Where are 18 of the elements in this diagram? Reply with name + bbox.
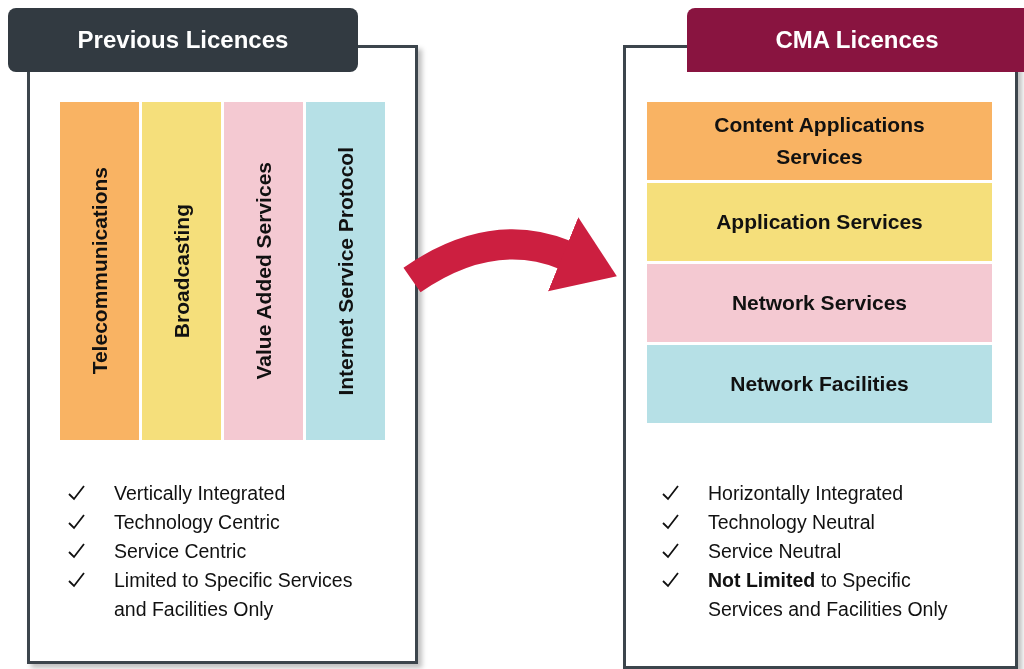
feature-text: Technology Neutral [708,510,876,535]
panel-header: Previous Licences [8,8,358,72]
feature-text: Vertically Integrated [114,481,287,506]
feature-text: Not Limited to Specific Services and Facilities Only [708,568,949,622]
panel-header: CMA Licences [687,8,1024,72]
licence-column: Broadcasting [142,102,221,440]
feature-text: Horizontally Integrated [708,481,905,506]
licence-layer: Network Facilities [647,345,992,423]
feature-text: Service Neutral [708,539,843,564]
licence-layer: Application Services [647,183,992,261]
licence-column: Value Added Services [224,102,303,440]
feature-text: Limited to Specific Services and Facilities Only [114,568,354,622]
feature-text: Service Centric [114,539,248,564]
licence-layer: Network Services [647,264,992,342]
feature-text: Technology Centric [114,510,281,535]
licence-column: Telecommunications [60,102,139,440]
licence-layer: Content Applications Services [647,102,992,180]
licence-column: Internet Service Protocol [306,102,385,440]
